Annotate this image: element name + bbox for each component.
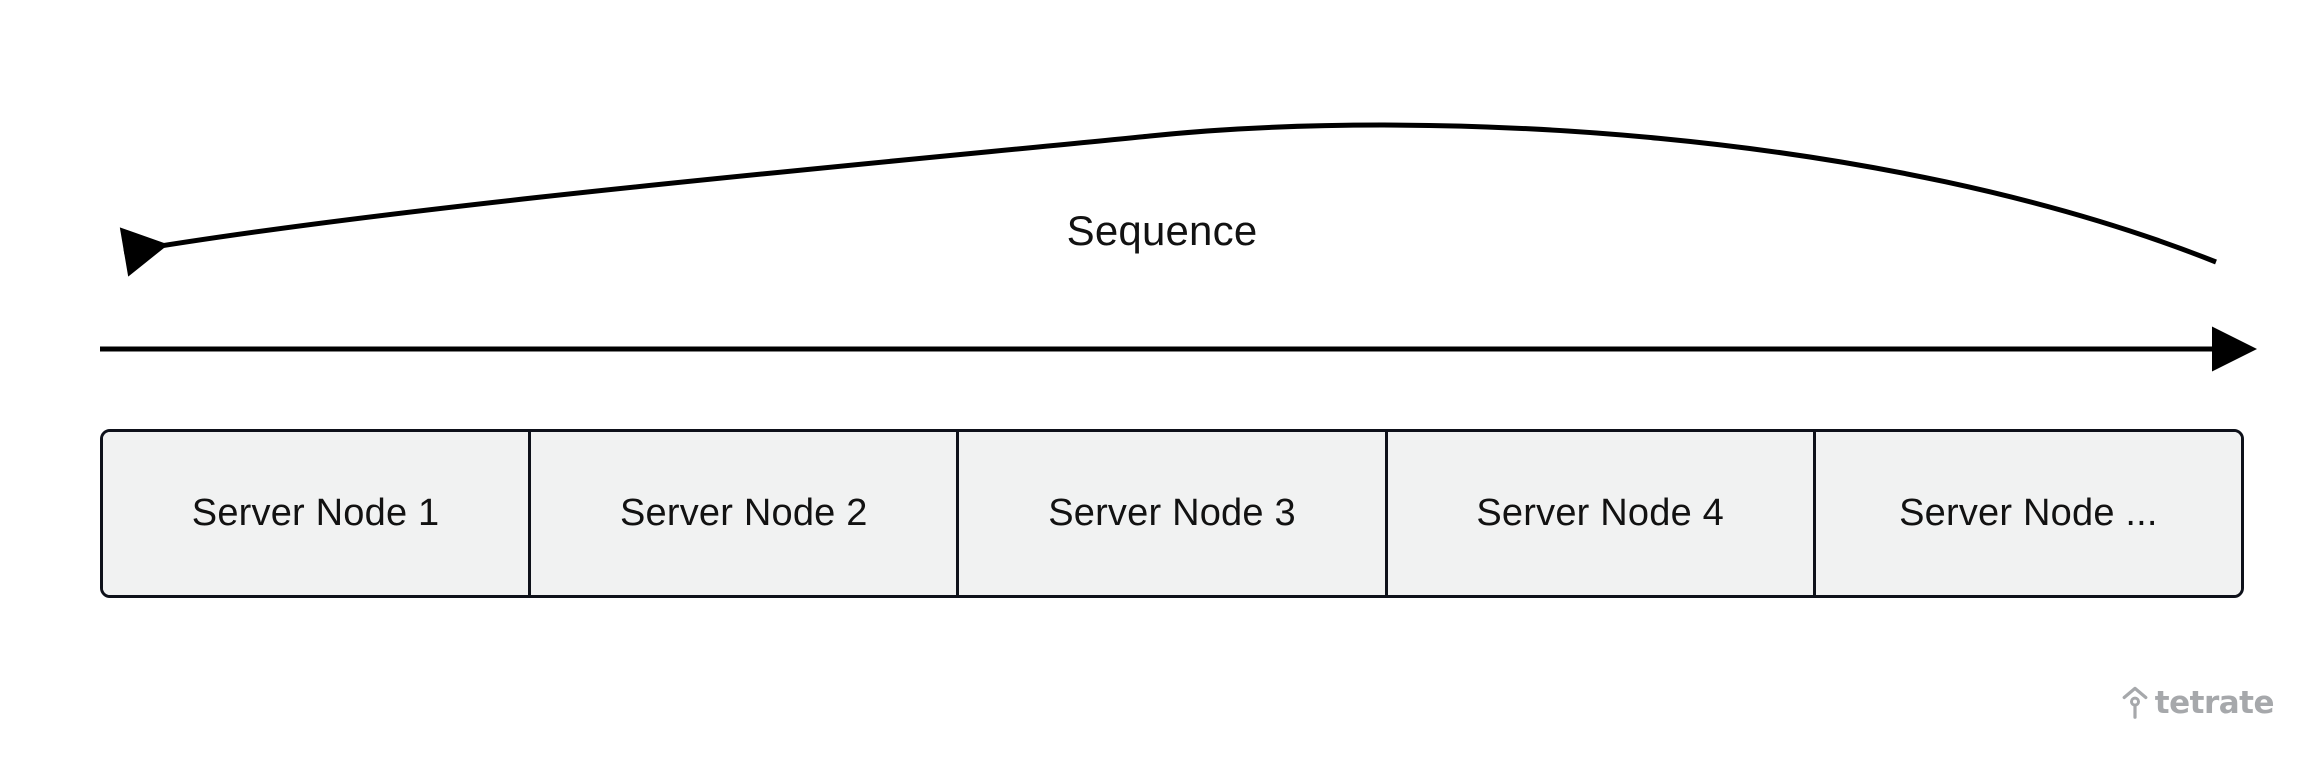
tetrate-logo: tetrate [2122,685,2275,721]
server-node-label: Server Node 2 [619,492,868,534]
server-node-cell[interactable]: Server Node 4 [1387,432,1816,595]
server-node-label: Server Node 3 [1048,492,1296,534]
server-node-cell[interactable]: Server Node 3 [959,432,1388,595]
tetrate-wordmark: tetrate [2154,685,2275,721]
sequence-label: Sequence [0,205,2324,257]
server-node-row: Server Node 1 Server Node 2 Server Node … [100,429,2244,598]
sequence-label-text: Sequence [1040,205,1284,257]
server-node-label: Server Node ... [1899,492,2158,534]
server-node-label: Server Node 1 [191,492,440,534]
tetrate-arrow-mark-icon [2122,686,2148,719]
server-node-cell[interactable]: Server Node 1 [103,432,532,595]
server-node-label: Server Node 4 [1476,492,1725,534]
server-node-cell[interactable]: Server Node ... [1815,432,2242,595]
server-node-cell[interactable]: Server Node 2 [531,432,960,595]
